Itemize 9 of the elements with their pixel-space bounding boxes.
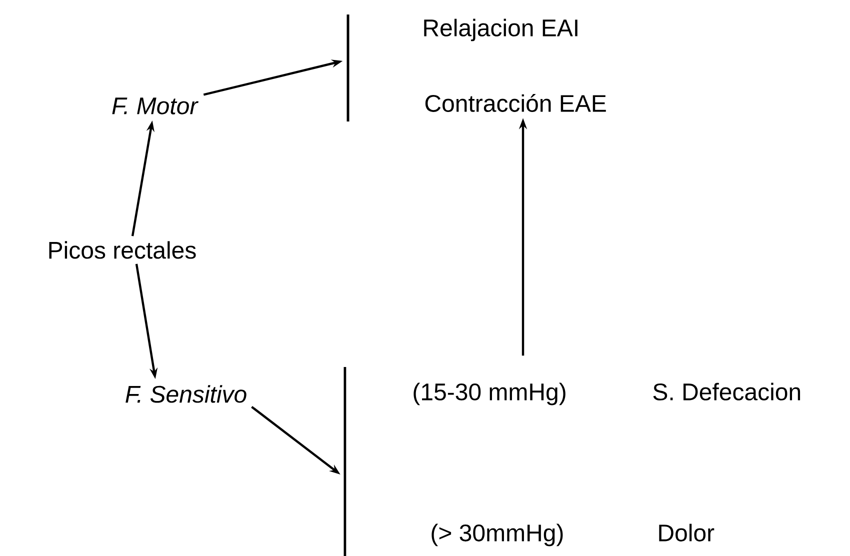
text-label: F. Motor	[112, 98, 198, 114]
vertical-bar	[344, 367, 346, 556]
text-label: Picos rectales	[49, 241, 196, 259]
text-label: Contracción EAE	[425, 94, 606, 112]
text-label: (> 30mmHg) Dolor	[432, 524, 714, 546]
text-label: (15-30 mmHg) S. Defecacion	[414, 382, 800, 406]
text-label: Relajacion EAI	[424, 18, 578, 42]
text-label: F. Sensitivo	[126, 385, 246, 403]
vertical-bar	[346, 14, 350, 122]
